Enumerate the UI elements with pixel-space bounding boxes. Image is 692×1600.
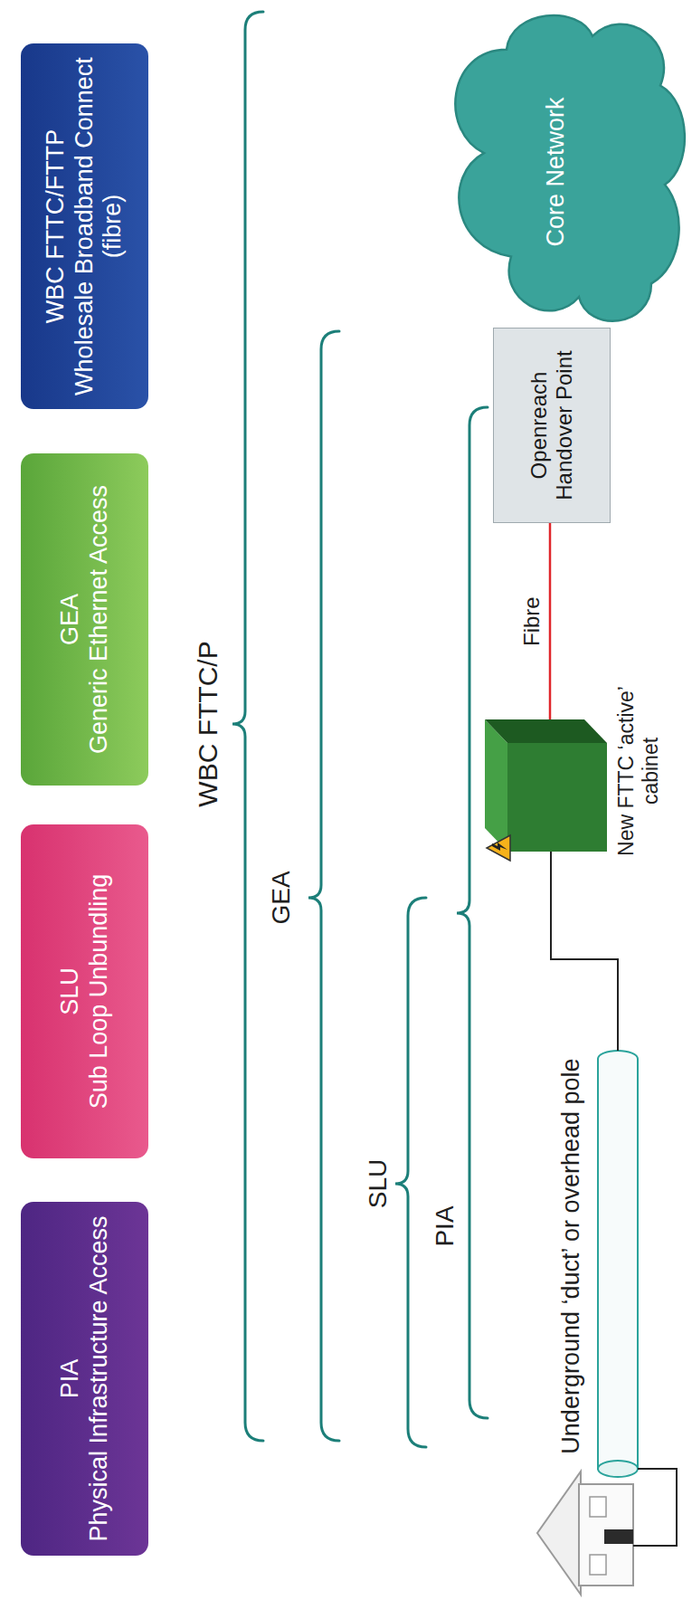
bracket-label: GEA bbox=[266, 870, 296, 924]
node-text: PIAPhysical Infrastructure Access bbox=[56, 1214, 114, 1541]
house-icon bbox=[537, 1470, 634, 1594]
house-roof bbox=[537, 1470, 581, 1594]
legend-box: SLUSub Loop Unbundling bbox=[20, 824, 149, 1158]
bracket-label: SLU bbox=[363, 1158, 393, 1208]
house-door bbox=[604, 1528, 634, 1544]
node-heading: New FTTC ‘active’ cabinet bbox=[614, 680, 664, 862]
node-text: New FTTC ‘active’ cabinet bbox=[614, 680, 664, 862]
node-heading: WBC FTTC/FTTP bbox=[41, 54, 71, 399]
legend-box: WBC FTTC/FTTPWholesale Broadband Connect… bbox=[20, 43, 149, 409]
duct-end bbox=[597, 1459, 638, 1477]
edge-label: Fibre bbox=[519, 596, 545, 646]
slu-bracket bbox=[395, 897, 427, 1447]
house-body bbox=[578, 1483, 634, 1585]
duct-body bbox=[597, 1050, 638, 1469]
node-body: Sub Loop Unbundling bbox=[85, 873, 114, 1110]
node-heading: SLU bbox=[56, 873, 86, 1110]
handover-box: Openreach Handover Point bbox=[492, 327, 611, 523]
legend-box: PIAPhysical Infrastructure Access bbox=[20, 1201, 149, 1555]
cabinet-wire bbox=[550, 851, 618, 1051]
bracket-label: WBC FTTC/P bbox=[192, 640, 225, 806]
cabinet-drawing bbox=[484, 719, 607, 852]
brackets bbox=[232, 11, 488, 1447]
lightning-symbol bbox=[492, 842, 508, 851]
node-heading: PIA bbox=[56, 1214, 86, 1541]
wbc-bracket bbox=[232, 11, 264, 1441]
node-body: Physical Infrastructure Access bbox=[85, 1214, 114, 1541]
pia-bracket bbox=[456, 407, 488, 1418]
duct-label: Underground ‘duct’ or overhead pole bbox=[557, 1057, 586, 1453]
cabinet-icon: New FTTC ‘active’ cabinet bbox=[484, 719, 607, 852]
node-heading: GEA bbox=[56, 484, 86, 754]
cabinet-side bbox=[484, 719, 607, 743]
house-window bbox=[589, 1554, 607, 1574]
node-text: Openreach Handover Point bbox=[526, 337, 579, 513]
cabinet-front bbox=[507, 742, 607, 852]
node-body: Wholesale Broadband Connect (fibre) bbox=[70, 54, 129, 399]
core-cloud: Core Network bbox=[425, 6, 688, 338]
cloud-shape bbox=[455, 15, 685, 322]
bracket-label: PIA bbox=[430, 1204, 460, 1246]
node-text: Core Network bbox=[541, 96, 571, 247]
gea-bracket bbox=[308, 331, 340, 1441]
house-window bbox=[589, 1496, 607, 1517]
node-text: SLUSub Loop Unbundling bbox=[56, 873, 114, 1110]
duct-icon bbox=[597, 1050, 638, 1477]
house-wire bbox=[633, 1468, 677, 1546]
node-heading: Core Network bbox=[541, 96, 571, 247]
copper-wires bbox=[550, 851, 677, 1546]
node-heading: Openreach Handover Point bbox=[526, 337, 579, 513]
warning-triangle bbox=[486, 834, 511, 861]
node-text: WBC FTTC/FTTPWholesale Broadband Connect… bbox=[41, 54, 129, 399]
node-text: GEAGeneric Ethernet Access bbox=[56, 484, 114, 754]
node-body: Generic Ethernet Access bbox=[85, 484, 114, 754]
fibre-link bbox=[549, 522, 552, 720]
legend-box: GEAGeneric Ethernet Access bbox=[20, 453, 149, 786]
